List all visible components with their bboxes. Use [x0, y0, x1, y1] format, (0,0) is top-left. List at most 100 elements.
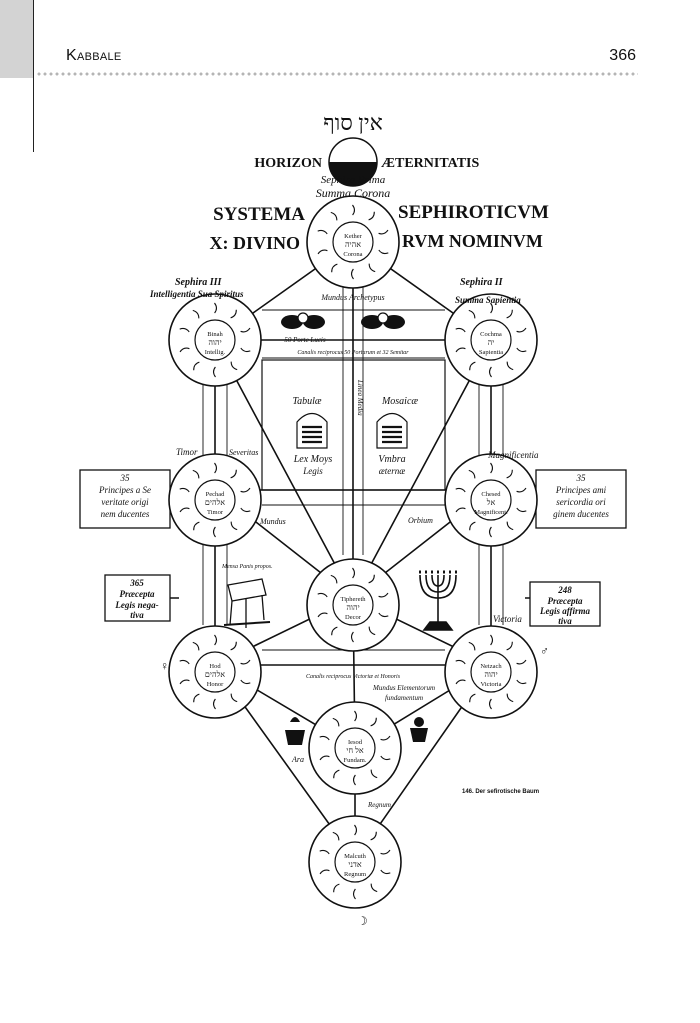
praecepta-right-count: 248 — [557, 585, 572, 595]
mosaicae-label: Mosaicæ — [381, 396, 418, 407]
chochma-name: Cochma — [480, 331, 502, 338]
sephira-hod — [168, 625, 262, 719]
praecepta-right-line3: tiva — [558, 616, 572, 626]
ring-glyph-mark — [506, 641, 513, 651]
mars-symbol-icon: ♂ — [540, 644, 549, 658]
ring-glyph-mark — [516, 327, 527, 333]
ring-glyph-mark — [380, 849, 391, 855]
hod-hebrew: אלהים — [205, 670, 225, 679]
principes-right-count: 35 — [576, 473, 587, 483]
ring-glyph-mark — [506, 693, 514, 703]
ring-glyph-mark — [506, 521, 514, 531]
ring-glyph-mark — [319, 755, 330, 761]
binah-hebrew: יהוה — [208, 338, 221, 347]
ring-glyph-mark — [370, 883, 378, 893]
ring-glyph-mark — [370, 831, 377, 841]
chesed-latin: Magnificent. — [474, 509, 508, 516]
netzach-name: Netzach — [480, 663, 502, 670]
sephira-prima-label: Sephira Prima — [321, 174, 386, 186]
orbium-label: Orbium — [408, 516, 433, 525]
chochma-hebrew: יה — [488, 338, 495, 347]
ring-glyph-mark — [488, 698, 492, 710]
ring-glyph-mark — [352, 204, 356, 216]
geburah-name: Pechad — [206, 491, 226, 498]
ring-glyph-mark — [319, 735, 330, 741]
figure-caption: 146. Der sefirotische Baum — [462, 789, 540, 795]
severitas-label: Severitas — [229, 448, 258, 457]
running-title: Kabbale — [66, 47, 122, 64]
ring-glyph-mark — [317, 612, 328, 618]
praecepta-right-line1: Præcepta — [548, 596, 583, 606]
tablet-right-icon — [376, 412, 408, 449]
ring-glyph-mark — [193, 521, 200, 531]
netzach-latin: Victoria — [481, 681, 502, 688]
ara-label: Ara — [291, 755, 304, 764]
ring-glyph-mark — [516, 679, 527, 685]
ring-glyph-mark — [455, 347, 466, 353]
ring-glyph-mark — [230, 309, 237, 319]
ring-glyph-mark — [506, 361, 514, 371]
ring-glyph-mark — [354, 710, 358, 722]
ring-glyph-mark — [455, 679, 466, 685]
mundus-elementorum-label: Mundus Elementorum — [372, 684, 435, 692]
sephira-ii-label: Sephira II — [460, 277, 504, 288]
victoria-label: Victoria — [493, 614, 522, 624]
ring-glyph-mark — [378, 229, 389, 235]
sephira-chesed — [444, 453, 538, 547]
malkuth-latin: Regnum — [344, 871, 366, 878]
ring-glyph-mark — [455, 327, 466, 333]
principes-left-line3: nem ducentes — [101, 509, 150, 519]
aeternitatis-label: ÆTERNITATIS — [381, 156, 480, 171]
ring-glyph-mark — [368, 626, 376, 636]
ring-glyph-mark — [214, 462, 218, 474]
yesod-latin: Fundam. — [344, 757, 367, 764]
ring-glyph-mark — [240, 679, 251, 685]
sephira-chochma — [444, 293, 538, 387]
sephiroticum-label: SEPHIROTICVM — [398, 202, 549, 223]
sephira-binah — [168, 293, 262, 387]
ring-glyph-mark — [212, 698, 216, 710]
ring-glyph-mark — [192, 309, 200, 319]
sephira-malkuth — [308, 815, 402, 909]
ring-glyph-mark — [380, 755, 391, 761]
systema-label: SYSTEMA — [213, 204, 305, 225]
ring-glyph-mark — [368, 574, 375, 584]
ring-glyph-mark — [192, 469, 200, 479]
ring-glyph-mark — [352, 774, 356, 786]
sephira-netzach — [444, 625, 538, 719]
principes-right-line1: Principes ami — [555, 485, 607, 495]
ring-glyph-mark — [230, 693, 238, 703]
ring-glyph-mark — [179, 507, 190, 513]
sephira-kether — [306, 195, 400, 289]
page-edge-tab — [0, 0, 33, 78]
ring-glyph-mark — [332, 717, 340, 727]
ring-glyph-mark — [179, 347, 190, 353]
hod-name: Hod — [209, 663, 221, 670]
venus-symbol-icon: ♀ — [160, 659, 169, 673]
ring-glyph-mark — [506, 469, 513, 479]
ring-glyph-mark — [380, 735, 391, 741]
ring-glyph-mark — [468, 641, 476, 651]
aeternae-label: æternæ — [379, 466, 406, 476]
malkuth-name: Malcuth — [344, 853, 366, 860]
ring-glyph-mark — [179, 679, 190, 685]
ring-glyph-mark — [469, 361, 476, 371]
canalis-reciprocus-label: Canalis reciprocus 50 Portarum et 32 Sem… — [297, 350, 409, 356]
ring-glyph-mark — [378, 249, 389, 255]
praecepta-right-line2: Legis affirma — [539, 606, 591, 616]
legis-label: Legis — [302, 466, 323, 476]
linea-media-label: Linea Media — [356, 379, 364, 416]
rum-nominum-label: RVM NOMINVM — [402, 231, 543, 251]
ring-glyph-mark — [516, 347, 527, 353]
summa-corona-label: Summa Corona — [316, 186, 391, 200]
kether-name: Kether — [344, 233, 363, 240]
horizon-sun-icon — [328, 137, 378, 187]
ring-glyph-mark — [468, 469, 476, 479]
tiphereth-latin: Decor — [345, 614, 362, 621]
altar-icon — [285, 717, 305, 745]
ring-glyph-mark — [330, 211, 338, 221]
ring-glyph-mark — [469, 693, 476, 703]
ring-glyph-mark — [317, 229, 328, 235]
ring-glyph-mark — [240, 487, 251, 493]
ring-glyph-mark — [469, 521, 476, 531]
